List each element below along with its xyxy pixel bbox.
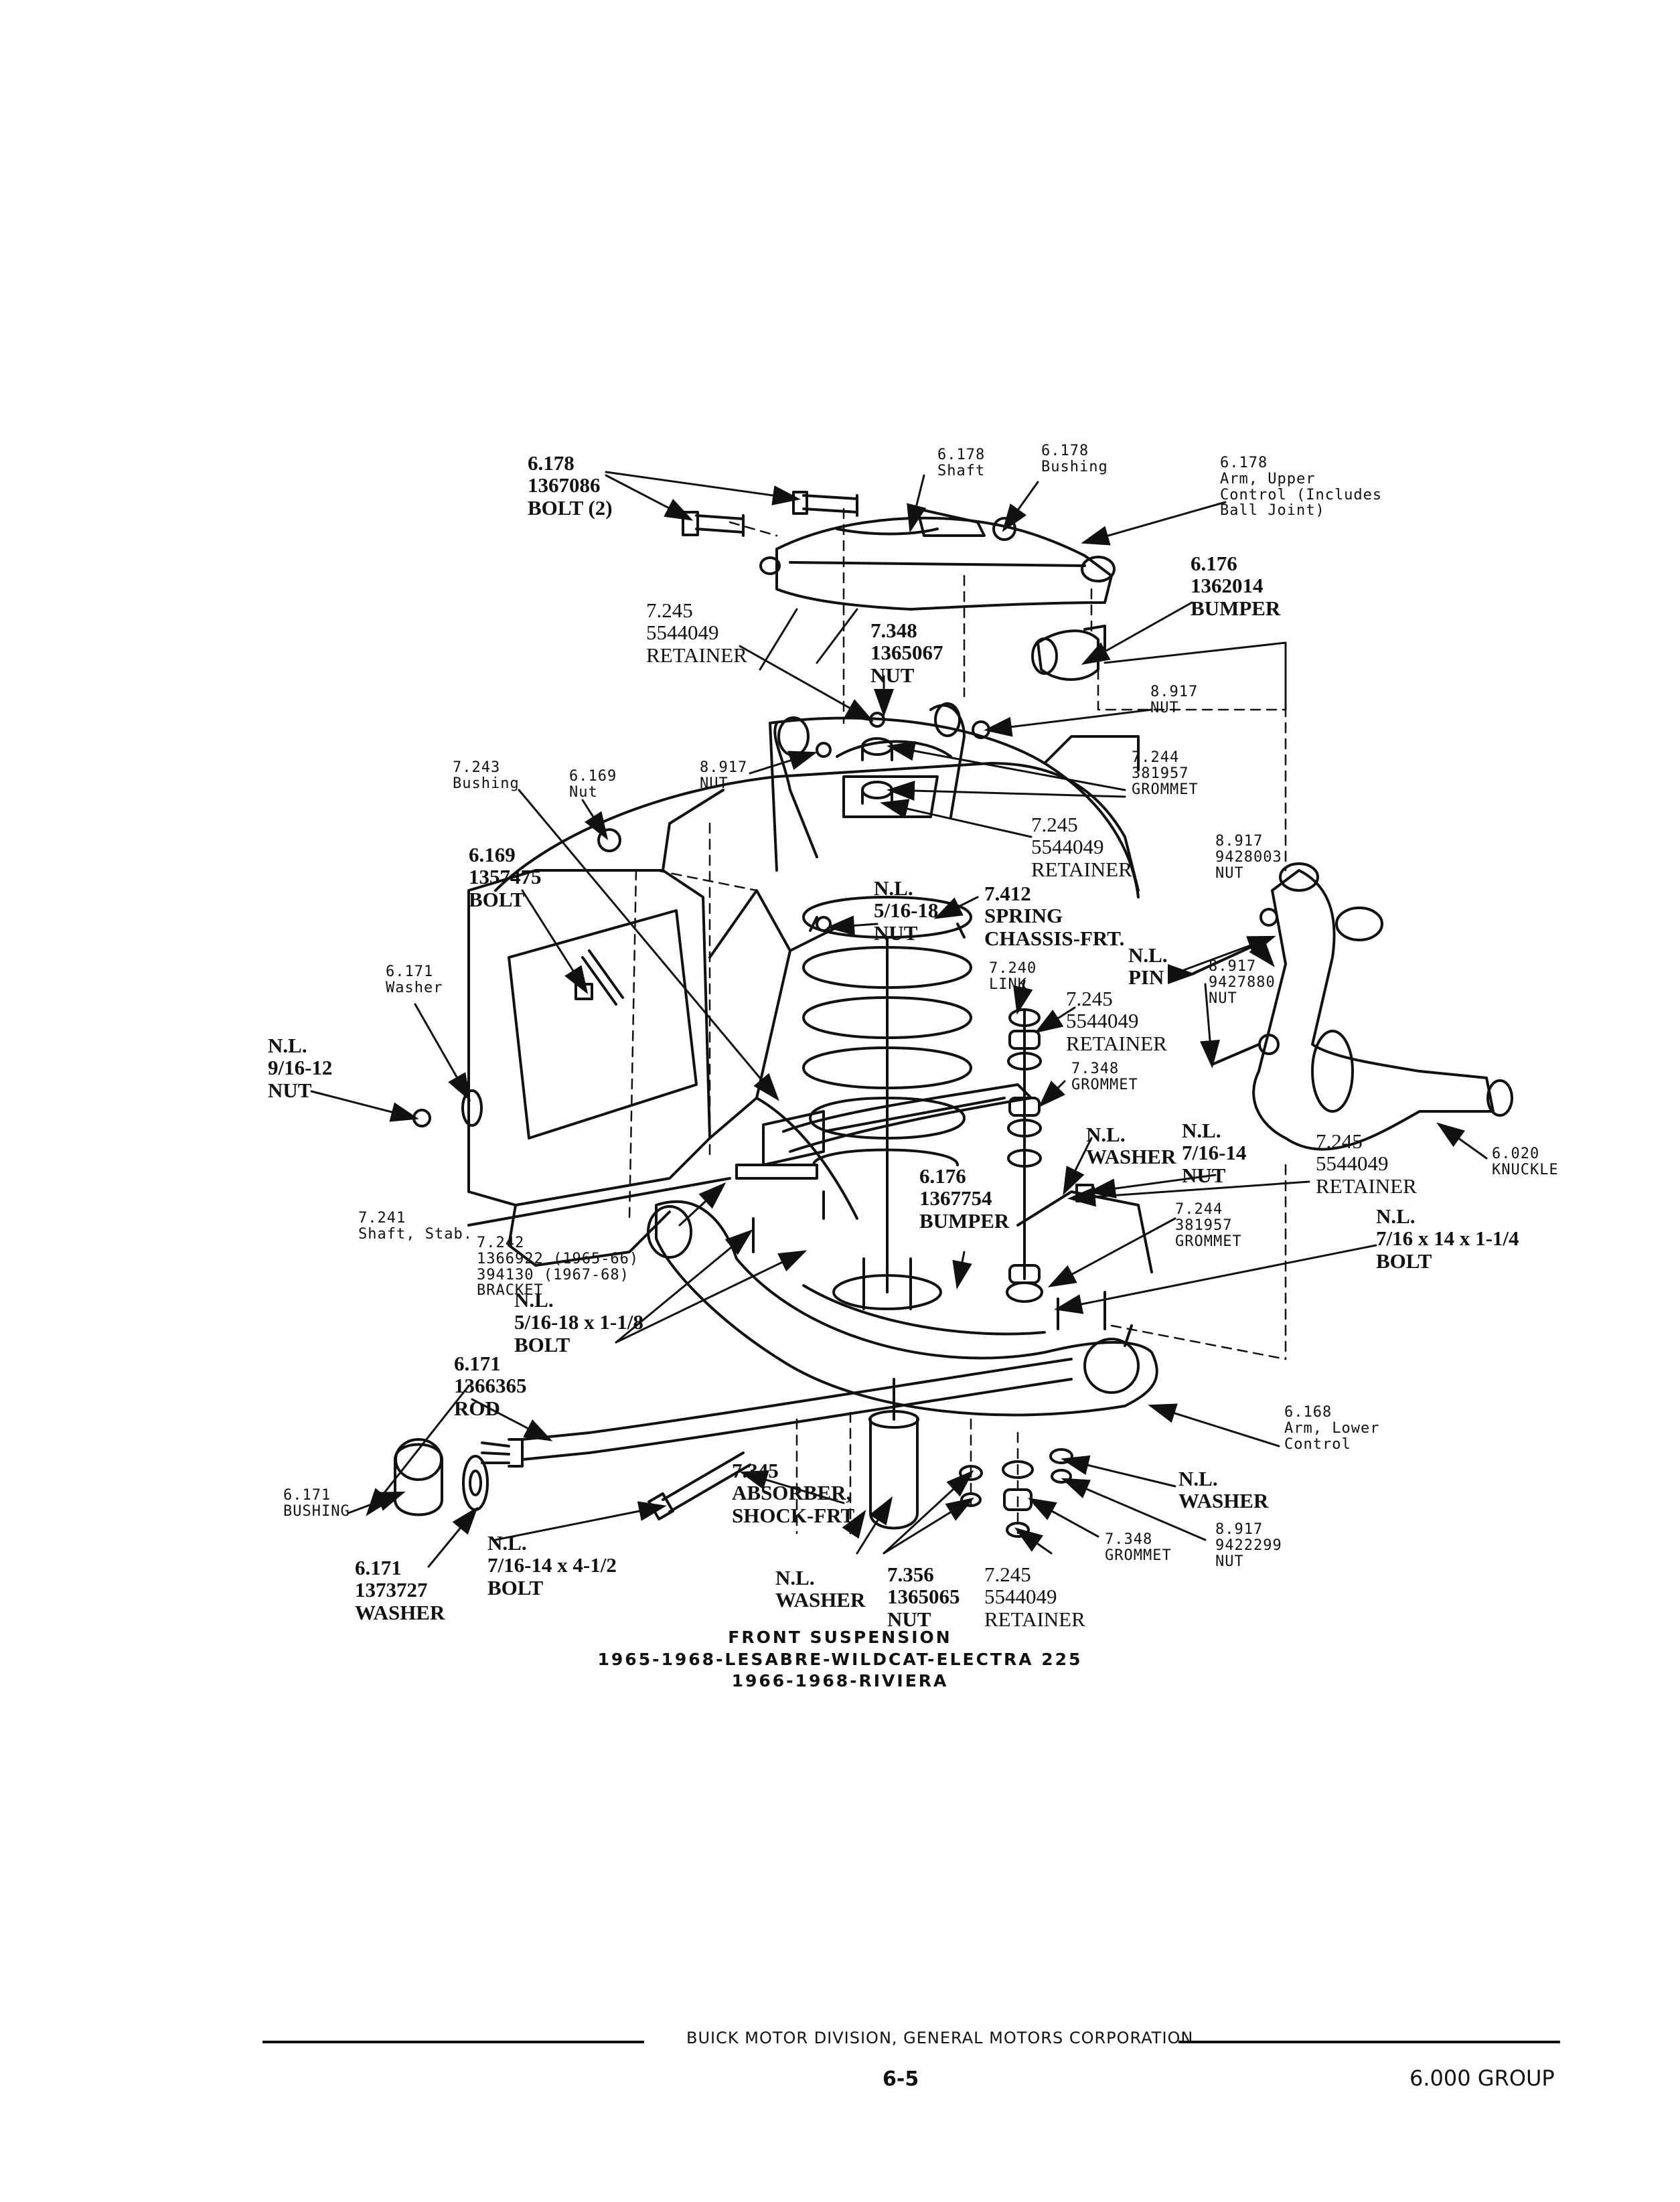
lower-hardware-stack (959, 1448, 1073, 1538)
label-nut-7356: 7.356 1365065 NUT (887, 1563, 960, 1631)
steering-knuckle (1252, 862, 1513, 1151)
label-bumper-6176: 6.176 1367754 BUMPER (919, 1164, 1010, 1233)
diagram-caption: FRONT SUSPENSION 1965-1968-LESABRE-WILDC… (0, 1627, 1680, 1693)
label-shaft-stab: 7.241 Shaft, Stab. (358, 1210, 473, 1243)
label-bolt-7-16-14x1-1-4: N.L. 7/16 x 14 x 1-1/4 BOLT (1376, 1204, 1519, 1273)
label-grommet-7348-low: 7.348 GROMMET (1105, 1531, 1172, 1564)
label-nut-5-16-18: N.L. 5/16-18 NUT (874, 876, 939, 945)
label-upper-shaft: 6.178 Shaft (937, 447, 986, 479)
label-washer-nl-bottom: N.L. WASHER (775, 1566, 866, 1612)
label-bolt-6169: 6.169 1357475 BOLT (469, 843, 542, 911)
label-retainer-mid: 7.245 5544049 RETAINER (1031, 813, 1132, 881)
label-pin: N.L. PIN (1128, 943, 1168, 990)
label-nut-9427880: 8.917 9427880 NUT (1209, 958, 1276, 1007)
shock-tower-bracket (773, 702, 990, 858)
upper-bolts (682, 491, 858, 537)
footer-division: BUICK MOTOR DIVISION, GENERAL MOTORS COR… (686, 2029, 1194, 2047)
footer-group: 6.000 GROUP (1409, 2065, 1555, 2091)
label-retainer-link: 7.245 5544049 RETAINER (1066, 987, 1167, 1055)
label-upper-control-arm: 6.178 Arm, Upper Control (Includes Ball … (1220, 455, 1383, 520)
label-grommet-7244-low: 7.244 381957 GROMMET (1175, 1201, 1242, 1250)
strut-rod (481, 1358, 1073, 1468)
outline-panel-lines (759, 608, 1287, 711)
label-upper-bumper: 6.176 1362014 BUMPER (1191, 552, 1281, 620)
lower-control-arm (647, 1200, 1158, 1417)
label-washer-nl-low: N.L. WASHER (1178, 1467, 1269, 1513)
label-nut-6169: 6.169 Nut (569, 768, 617, 801)
leader-lines (310, 471, 1488, 1568)
label-rod: 6.171 1366365 ROD (454, 1352, 527, 1420)
label-retainer-top: 7.245 5544049 RETAINER (646, 599, 747, 667)
label-link: 7.240 LINK (989, 960, 1037, 993)
caption-line-1: FRONT SUSPENSION (728, 1628, 952, 1647)
footer-rule-right (1178, 2041, 1560, 2043)
label-bracket: 7.242 1366922 (1965-66) 394130 (1967-68)… (477, 1235, 639, 1300)
caption-line-3: 1966-1968-RIVIERA (731, 1671, 949, 1690)
label-nut-8917-left: 8.917 NUT (700, 759, 748, 792)
label-knuckle: 6.020 KNUCKLE (1492, 1146, 1559, 1178)
frame-crossmember (467, 716, 1153, 1273)
label-nut-9428003: 8.917 9428003 NUT (1215, 833, 1282, 882)
label-lower-control-arm: 6.168 Arm, Lower Control (1284, 1404, 1380, 1453)
label-bushing-7243: 7.243 Bushing (453, 759, 520, 792)
label-bushing-6171: 6.171 BUSHING (283, 1487, 350, 1520)
label-upper-bolt: 6.178 1367086 BOLT (2) (528, 451, 613, 520)
label-spring: 7.412 SPRING CHASSIS-FRT. (984, 882, 1125, 950)
label-nut-7-16-14: N.L. 7/16-14 NUT (1182, 1119, 1247, 1187)
label-bolt-5-16-18x1-1-8: N.L. 5/16-18 x 1-1/8 BOLT (514, 1288, 643, 1356)
stabilizer-shaft (467, 1083, 1033, 1227)
label-washer-6171: 6.171 Washer (386, 963, 443, 996)
stabilizer-link-stack (1006, 1008, 1043, 1303)
label-retainer-bottom: 7.245 5544049 RETAINER (984, 1563, 1085, 1631)
footer-rule-left (262, 2041, 644, 2043)
label-absorber: 7.345 ABSORBER, SHOCK-FRT. (732, 1459, 858, 1527)
label-grommet-link: 7.348 GROMMET (1071, 1060, 1138, 1093)
footer-page-number: 6-5 (883, 2067, 919, 2091)
label-nut-9-16-12: N.L. 9/16-12 NUT (268, 1034, 333, 1102)
label-nut-9422299: 8.917 9422299 NUT (1215, 1521, 1282, 1570)
shock-absorber (832, 936, 942, 1530)
label-washer-nl-right: N.L. WASHER (1086, 1123, 1176, 1169)
label-nut-top: 7.348 1365067 NUT (870, 619, 943, 687)
label-nut-8917-right: 8.917 NUT (1150, 684, 1199, 716)
label-upper-bushing: 6.178 Bushing (1041, 443, 1108, 475)
label-bolt-7-16-14x4-1-2: N.L. 7/16-14 x 4-1/2 BOLT (487, 1531, 617, 1599)
upper-control-arm (759, 507, 1116, 611)
rod-bushing-washer (394, 1438, 489, 1516)
upper-bumper-part (1031, 625, 1106, 681)
label-washer-6171-low: 6.171 1373727 WASHER (355, 1556, 445, 1624)
label-retainer-right: 7.245 5544049 RETAINER (1316, 1129, 1417, 1198)
caption-line-2: 1965-1968-LESABRE-WILDCAT-ELECTRA 225 (597, 1649, 1083, 1669)
label-grommet-7244-top: 7.244 381957 GROMMET (1132, 749, 1199, 798)
